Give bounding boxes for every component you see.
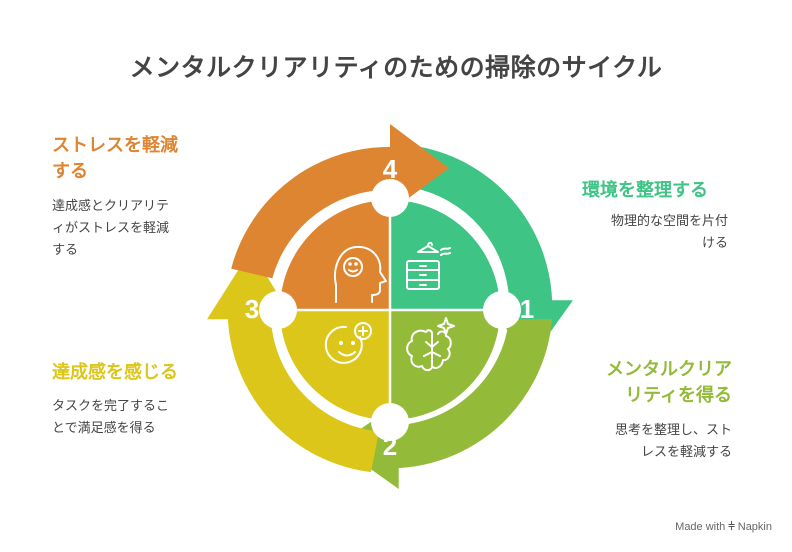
step-1-description-line-1: 物理的な空間を片付: [610, 214, 728, 229]
made-with-label: Made with: [675, 521, 726, 533]
step-3-description-line-1: タスクを完了するこ: [52, 399, 170, 414]
step-2-description-line-1: 思考を整理し、スト: [614, 423, 732, 438]
step-number-2: 2: [383, 431, 397, 461]
napkin-brand: Napkin: [737, 521, 772, 533]
step-2-description: 思考を整理し、スト レスを軽減する: [582, 420, 732, 464]
napkin-logo-icon: ⫩: [728, 521, 735, 533]
step-4-title-line-2: する: [52, 161, 88, 182]
step-number-3: 3: [245, 294, 259, 324]
brain-sparkle-icon: [406, 317, 455, 372]
step-3-description: タスクを完了するこ とで満足感を得る: [52, 396, 202, 440]
step-4-description-line-1: 達成感とクリアリテ: [52, 199, 170, 214]
step-4-description-line-3: する: [52, 243, 79, 258]
step-4-title-line-1: ストレスを軽減: [52, 135, 178, 156]
quadrant-3: [280, 310, 390, 420]
page-title: メンタルクリアリティのための掃除のサイクル: [129, 53, 663, 82]
cycle-arrow-4: [231, 124, 449, 279]
step-2-title-line-1: メンタルクリア: [606, 359, 732, 380]
step-3-description-line-2: とで満足感を得る: [52, 421, 156, 436]
made-with-napkin[interactable]: Made with ⫩ Napkin: [675, 521, 772, 534]
step-4-description: 達成感とクリアリテ ィがストレスを軽減 する: [52, 196, 202, 262]
step-4-title: ストレスを軽減 する: [52, 133, 222, 185]
step-4-description-line-2: ィがストレスを軽減: [52, 221, 170, 236]
smile-plus-icon: [324, 322, 372, 364]
step-1-title: 環境を整理する: [582, 180, 708, 201]
step-1-description-line-2: ける: [701, 236, 728, 251]
quadrant-4: [280, 200, 390, 310]
step-number-4: 4: [383, 154, 398, 184]
cycle-arrow-1: [412, 146, 573, 362]
calm-head-icon: [334, 245, 387, 303]
step-1-description: 物理的な空間を片付 ける: [582, 211, 728, 255]
step-2-description-line-2: レスを軽減する: [640, 445, 732, 460]
step-3-title: 達成感を感じる: [52, 362, 178, 383]
wardrobe-icon: [406, 241, 451, 290]
step-number-1: 1: [520, 294, 534, 324]
quadrant-2: [390, 310, 500, 420]
step-2-title: メンタルクリア リティを得る: [582, 357, 732, 409]
cycle-arrow-3: [207, 250, 379, 473]
quadrant-1: [390, 200, 500, 310]
cycle-arrow-2: [337, 319, 553, 489]
step-2-title-line-2: リティを得る: [625, 385, 732, 406]
